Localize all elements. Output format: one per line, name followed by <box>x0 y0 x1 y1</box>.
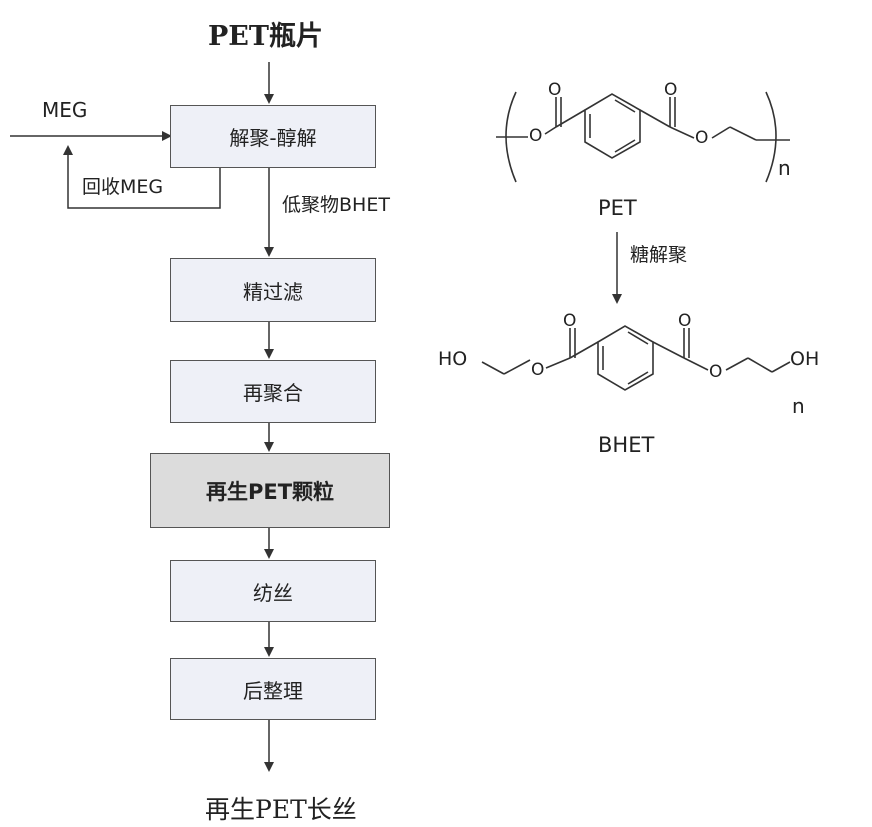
bhet-ester-o-right: O <box>709 362 723 382</box>
bhet-label: BHET <box>598 433 655 457</box>
output-title: 再生PET长丝 <box>205 795 357 824</box>
oligomer-label: 低聚物BHET <box>282 194 390 216</box>
bhet-structure <box>481 325 791 391</box>
meg-label: MEG <box>42 98 88 122</box>
pet-right-bracket <box>765 91 777 183</box>
bhet-carbonyl-o-right: O <box>678 311 692 331</box>
pet-label: PET <box>598 196 637 220</box>
pet-carbonyl-o-right: O <box>664 80 678 100</box>
step-recycled-pet-pellets: 再生PET颗粒 <box>150 453 390 528</box>
flow-arrows <box>10 62 622 772</box>
pet-structure <box>496 91 790 183</box>
step-post-finishing: 后整理 <box>170 658 376 720</box>
bhet-repeat-n: n <box>792 394 805 418</box>
pet-left-bracket <box>505 91 517 183</box>
bhet-ho-label: HO <box>438 348 468 370</box>
recycle-meg-label: 回收MEG <box>82 176 164 198</box>
input-title: PET瓶片 <box>208 21 323 52</box>
arrow-recycle-meg <box>63 145 221 209</box>
pet-ester-o-left: O <box>529 126 543 146</box>
step-depolymerization: 解聚-醇解 <box>170 105 376 168</box>
step-spinning: 纺丝 <box>170 560 376 622</box>
step-fine-filtration: 精过滤 <box>170 258 376 322</box>
reaction-label: 糖解聚 <box>630 244 688 266</box>
bhet-oh-label: OH <box>790 348 820 370</box>
step-repolymerization: 再聚合 <box>170 360 376 423</box>
bhet-carbonyl-o-left: O <box>563 311 577 331</box>
pet-ester-o-right: O <box>695 128 709 148</box>
pet-carbonyl-o-left: O <box>548 80 562 100</box>
bhet-ester-o-left: O <box>531 360 545 380</box>
pet-repeat-n: n <box>778 156 791 180</box>
